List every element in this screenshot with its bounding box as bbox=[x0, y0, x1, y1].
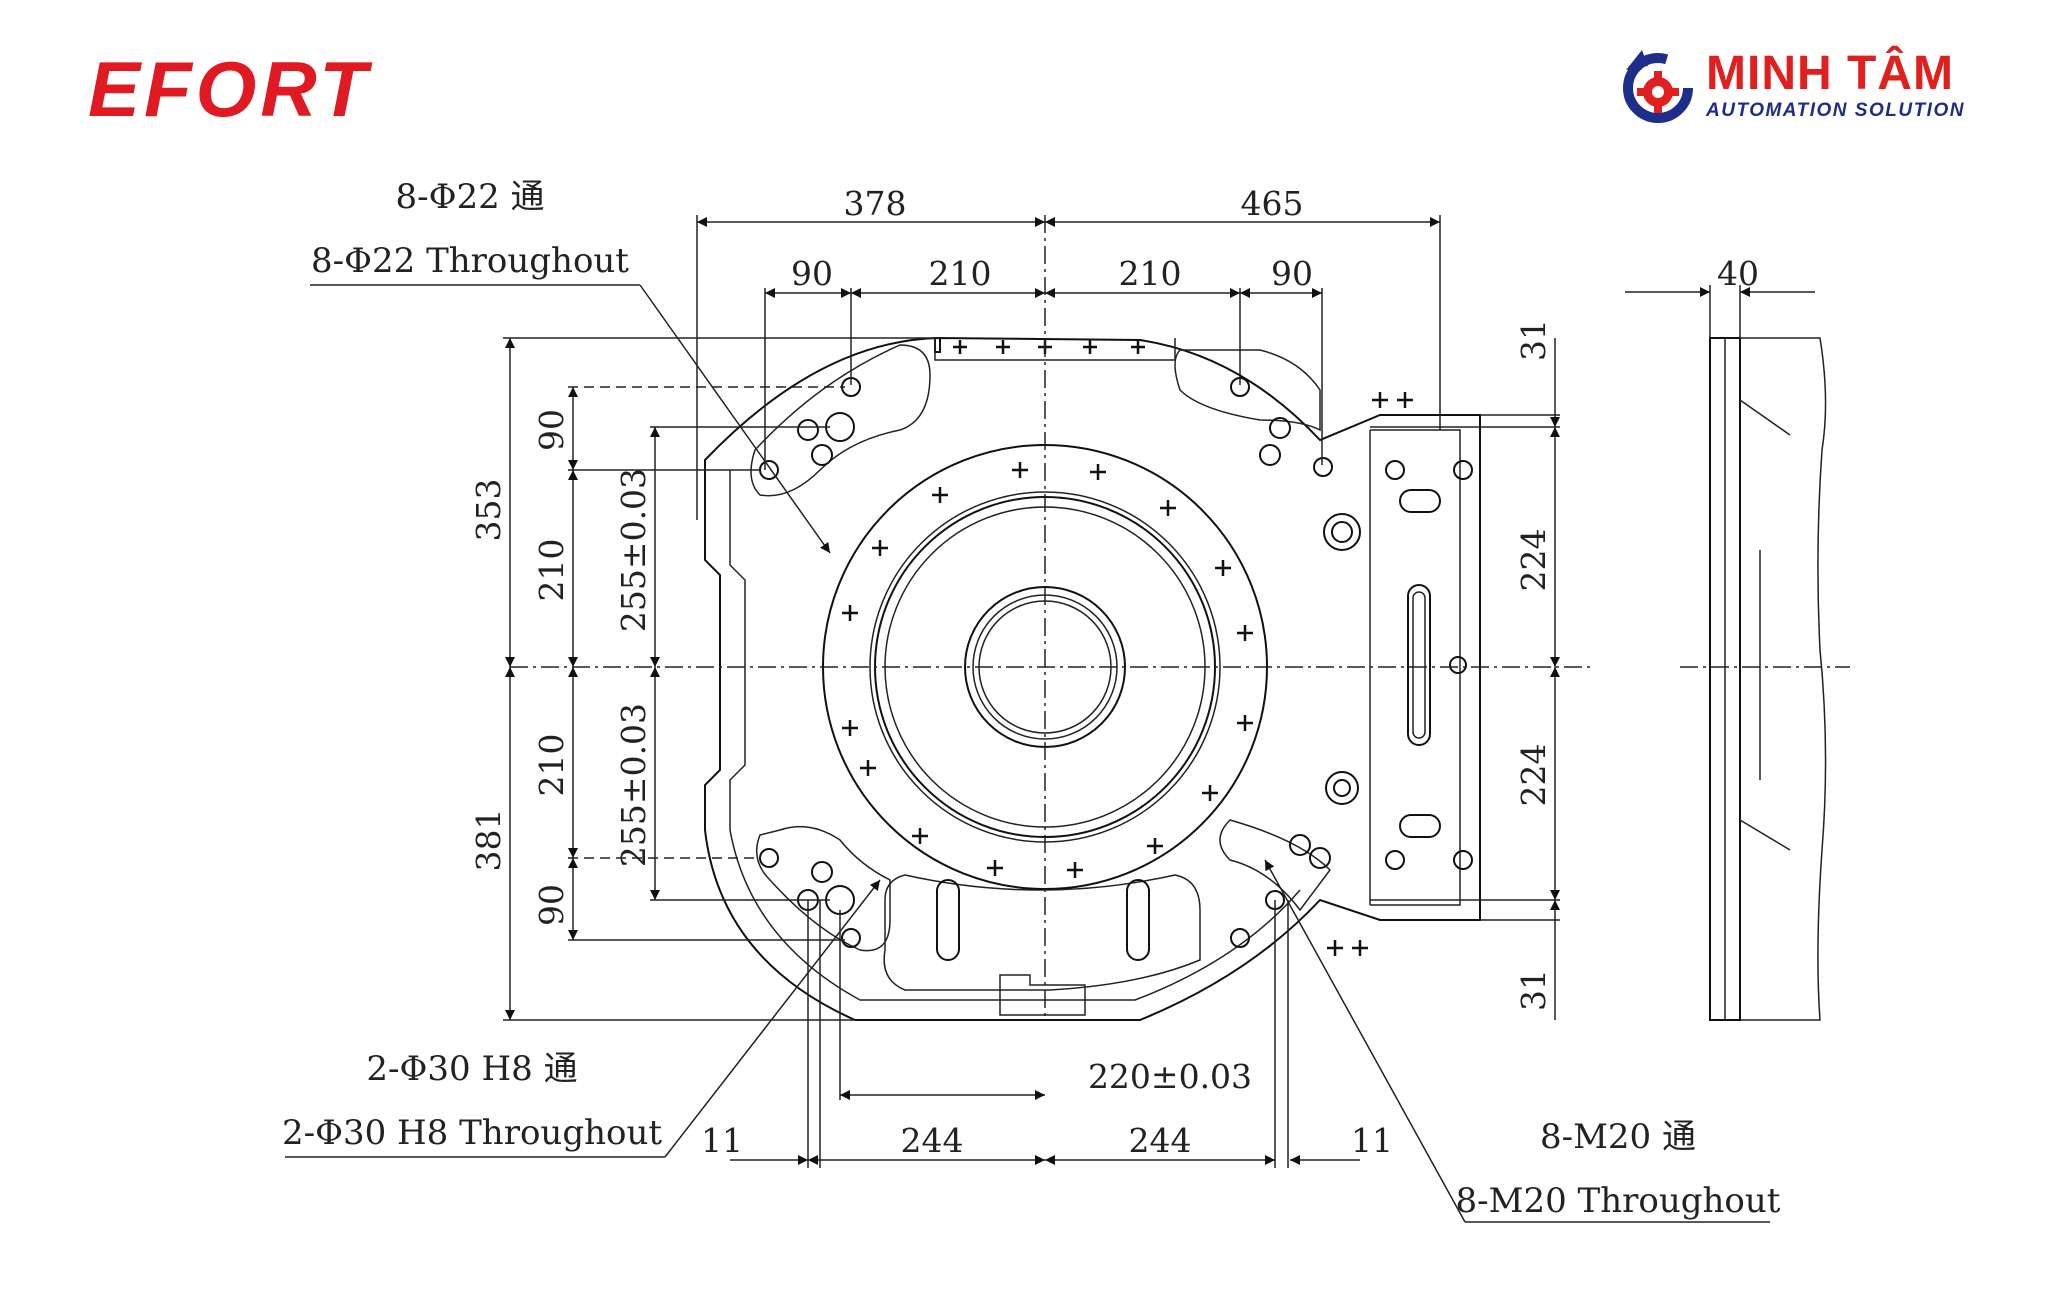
note-holes-22-cn: 8-Φ22 通 bbox=[395, 177, 544, 217]
dim-353: 353 bbox=[469, 479, 508, 542]
dim-11-right: 11 bbox=[1351, 1121, 1393, 1160]
dim-90-left-bottom: 90 bbox=[532, 884, 571, 926]
dim-90-top-right: 90 bbox=[1271, 254, 1313, 293]
note-m20-en: 8-M20 Throughout bbox=[1456, 1181, 1781, 1221]
efort-logo: EFORT bbox=[88, 45, 371, 133]
dim-244-left: 244 bbox=[901, 1121, 964, 1160]
dim-210-top-left: 210 bbox=[929, 254, 992, 293]
dim-378: 378 bbox=[844, 184, 907, 223]
dim-224-bottom: 224 bbox=[1514, 744, 1553, 807]
dim-465: 465 bbox=[1241, 184, 1304, 223]
dim-210-left-top: 210 bbox=[532, 539, 571, 602]
note-holes-30-en: 2-Φ30 H8 Throughout bbox=[282, 1113, 662, 1153]
dim-90-left-top: 90 bbox=[532, 409, 571, 451]
slots bbox=[936, 489, 1441, 961]
dim-31-top: 31 bbox=[1514, 319, 1553, 361]
dim-220: 220±0.03 bbox=[1088, 1057, 1252, 1096]
leader-lines bbox=[285, 284, 1770, 1223]
gear-arrow-icon bbox=[1623, 50, 1693, 123]
note-m20-cn: 8-M20 通 bbox=[1540, 1117, 1696, 1157]
dimension-lines bbox=[503, 215, 1815, 1168]
note-holes-22-en: 8-Φ22 Throughout bbox=[311, 241, 629, 281]
dim-31-bottom: 31 bbox=[1514, 969, 1553, 1011]
dim-244-right: 244 bbox=[1129, 1121, 1192, 1160]
dim-224-top: 224 bbox=[1514, 529, 1553, 592]
dim-255-bottom: 255±0.03 bbox=[614, 703, 653, 867]
base-plate-outline bbox=[704, 336, 1481, 1021]
dim-90-top-left: 90 bbox=[791, 254, 833, 293]
hole-notes: 8-Φ22 通 8-Φ22 Throughout 2-Φ30 H8 通 2-Φ3… bbox=[282, 177, 1781, 1221]
bolt-holes bbox=[759, 377, 1473, 948]
dimension-labels: 378 465 90 210 210 90 40 353 381 90 210 … bbox=[469, 184, 1759, 1160]
minh-tam-subtitle: AUTOMATION SOLUTION bbox=[1706, 100, 1965, 121]
dim-40-side: 40 bbox=[1717, 254, 1759, 293]
dim-210-top-right: 210 bbox=[1119, 254, 1182, 293]
minh-tam-logo: MINH TÂM AUTOMATION SOLUTION bbox=[1618, 40, 2018, 130]
dim-210-left-bottom: 210 bbox=[532, 734, 571, 797]
note-holes-30-cn: 2-Φ30 H8 通 bbox=[366, 1049, 577, 1089]
flange-crosses bbox=[842, 340, 1413, 956]
minh-tam-title: MINH TÂM bbox=[1706, 47, 1954, 100]
dim-381: 381 bbox=[469, 809, 508, 872]
dim-255-top: 255±0.03 bbox=[614, 468, 653, 632]
side-view bbox=[1709, 337, 1827, 1021]
dim-11-left: 11 bbox=[701, 1121, 743, 1160]
